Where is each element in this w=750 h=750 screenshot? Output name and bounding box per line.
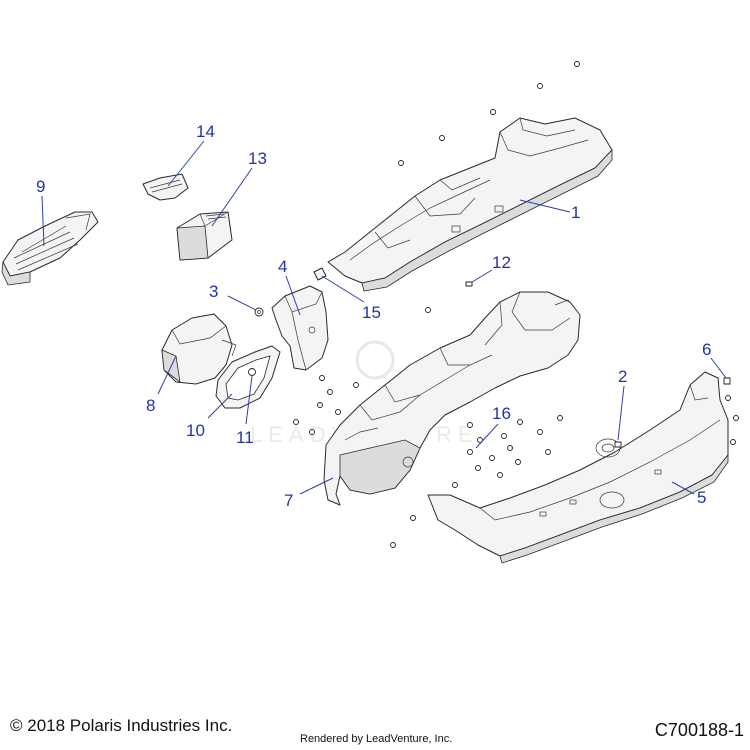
part-11-clip <box>248 368 256 376</box>
part-10-seal <box>215 345 281 409</box>
callout-1[interactable]: 1 <box>571 203 580 222</box>
part-3-grommet <box>254 307 264 317</box>
leader-10 <box>207 393 233 419</box>
callout-3[interactable]: 3 <box>209 282 218 301</box>
part-14-small-vent <box>142 173 189 201</box>
part-16-fasteners <box>467 422 521 478</box>
leader-5 <box>671 481 695 495</box>
callout-8[interactable]: 8 <box>146 396 155 415</box>
leader-1 <box>519 199 571 213</box>
callout-15[interactable]: 15 <box>362 303 381 322</box>
leader-16 <box>475 423 499 449</box>
leader-9 <box>41 195 45 247</box>
callout-12[interactable]: 12 <box>492 253 511 272</box>
leader-6 <box>710 357 727 379</box>
leader-12 <box>471 269 493 283</box>
callout-labels: 1 2 3 4 5 6 7 8 9 10 11 12 13 14 15 16 <box>36 122 711 510</box>
leader-4 <box>285 275 301 316</box>
leader-8 <box>157 355 177 395</box>
part-15-clip <box>313 267 327 281</box>
callout-16[interactable]: 16 <box>492 404 511 423</box>
leader-lines <box>41 140 727 495</box>
part-2-screw <box>614 441 622 448</box>
part-4-bracket <box>271 285 329 371</box>
part-13-storage-box <box>176 211 233 261</box>
callout-5[interactable]: 5 <box>697 488 706 507</box>
leader-3 <box>227 295 257 311</box>
leader-7 <box>299 477 334 495</box>
callout-4[interactable]: 4 <box>278 257 287 276</box>
leader-11 <box>245 375 253 425</box>
leader-13 <box>211 167 253 227</box>
drawing-id: C700188-1 <box>654 720 744 740</box>
callout-7[interactable]: 7 <box>284 491 293 510</box>
callout-11[interactable]: 11 <box>236 428 254 447</box>
leader-2 <box>617 385 625 441</box>
leader-14 <box>167 140 205 187</box>
part-5-lower-panel <box>427 371 729 564</box>
part-7-main-dash-frame <box>323 291 581 506</box>
rendered-by-text: Rendered by LeadVenture, Inc. <box>300 733 453 745</box>
part-9-vent-duct <box>1 211 99 286</box>
callout-2[interactable]: 2 <box>618 367 627 386</box>
callout-14[interactable]: 14 <box>196 122 215 141</box>
copyright-text: © 2018 Polaris Industries Inc. <box>10 716 233 735</box>
callout-6[interactable]: 6 <box>702 340 711 359</box>
callout-10[interactable]: 10 <box>186 421 205 440</box>
part-12-screw <box>465 281 473 287</box>
part-1-upper-dash-panel <box>327 117 613 292</box>
callout-13[interactable]: 13 <box>248 149 267 168</box>
hardware-scatter <box>293 61 739 548</box>
part-6-fastener <box>723 377 731 385</box>
callout-9[interactable]: 9 <box>36 177 45 196</box>
leader-15 <box>321 275 365 303</box>
